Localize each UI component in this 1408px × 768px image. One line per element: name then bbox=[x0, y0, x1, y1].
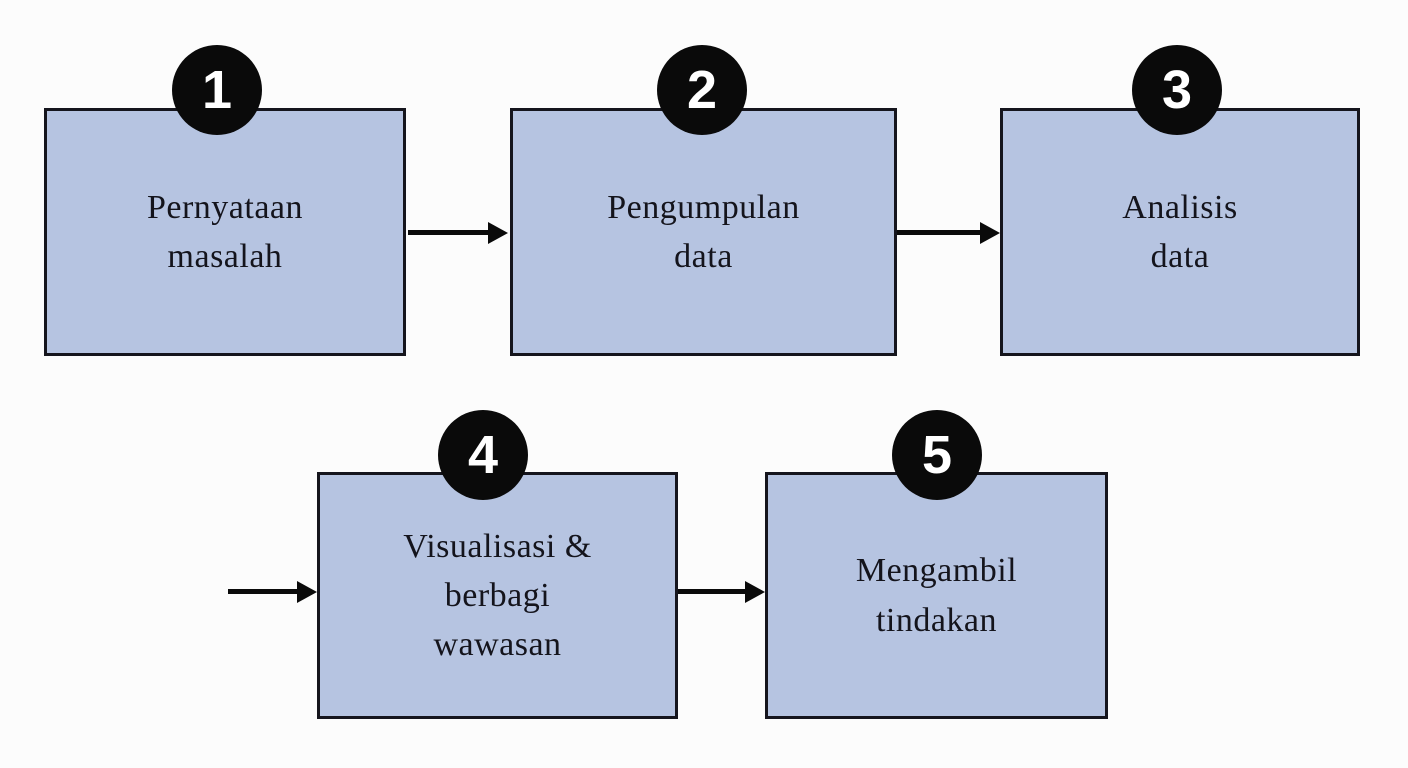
step-label: Pengumpulan data bbox=[607, 188, 800, 275]
step-label: Analisis data bbox=[1122, 188, 1238, 275]
step-number-badge-2: 2 bbox=[657, 45, 747, 135]
step-label: Pernyataan masalah bbox=[146, 188, 304, 275]
step-label: Mengambil tindakan bbox=[855, 552, 1018, 639]
step-number-badge-3: 3 bbox=[1132, 45, 1222, 135]
step-box-visualisasi-berbagi-wawasan: Visualisasi & berbagi wawasan bbox=[317, 472, 678, 719]
step-box-analisis-data: Analisis data bbox=[1000, 108, 1360, 356]
step-box-pernyataan-masalah: Pernyataan masalah bbox=[44, 108, 406, 356]
arrow-step1-to-step2 bbox=[408, 230, 488, 235]
arrow-step2-to-step3 bbox=[897, 230, 980, 235]
step-number-badge-5: 5 bbox=[892, 410, 982, 500]
step-number-badge-4: 4 bbox=[438, 410, 528, 500]
step-label: Visualisasi & berbagi wawasan bbox=[403, 527, 592, 664]
step-box-pengumpulan-data: Pengumpulan data bbox=[510, 108, 897, 356]
step-number-badge-1: 1 bbox=[172, 45, 262, 135]
step-box-mengambil-tindakan: Mengambil tindakan bbox=[765, 472, 1108, 719]
arrow-step4-to-step5 bbox=[678, 589, 745, 594]
arrow-into-step4 bbox=[228, 589, 297, 594]
